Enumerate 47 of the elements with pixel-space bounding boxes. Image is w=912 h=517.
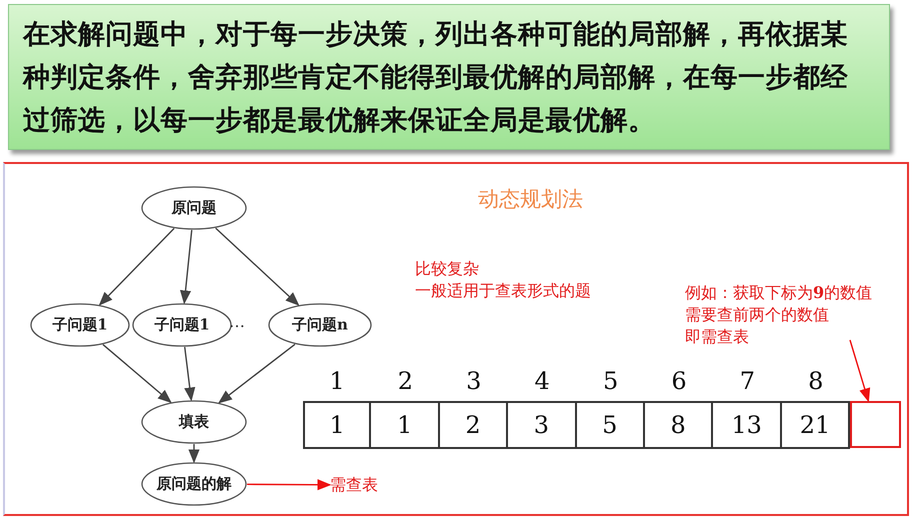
arrow bbox=[215, 228, 300, 306]
ellipse-node bbox=[268, 303, 372, 347]
index-label: 8 bbox=[807, 367, 824, 395]
note-text: 例如：获取下标为9的数值 bbox=[685, 282, 872, 304]
title-text: 在求解问题中，对于每一步决策，列出各种可能的局部解，再依据某种判定条件，舍弃那些肯定不能得到最优解的局部解，在每一步都经过筛选，以每一步都是最优解来保证全局是最优解。 bbox=[23, 18, 849, 138]
arrow bbox=[180, 230, 192, 304]
node-label: 原问题 bbox=[170, 198, 218, 218]
table-cell: 2 bbox=[438, 401, 508, 449]
note-text: 需查表 bbox=[330, 474, 378, 496]
index-label: 5 bbox=[602, 367, 620, 395]
ellipse-node bbox=[132, 303, 232, 347]
table-cell: 21 bbox=[780, 401, 850, 449]
ellipse-node bbox=[141, 462, 247, 506]
arrow bbox=[184, 346, 196, 402]
note-text: 需要查前两个的数值 bbox=[685, 304, 829, 326]
table-cell: 13 bbox=[711, 401, 782, 449]
table-cell: 1 bbox=[303, 401, 372, 449]
index-label: 1 bbox=[328, 367, 346, 395]
index-label: 4 bbox=[534, 367, 551, 395]
table-cell: 5 bbox=[574, 401, 645, 449]
heading-text: 动态规划法 bbox=[478, 186, 583, 213]
note-text: 一般适用于查表形式的题 bbox=[415, 280, 591, 302]
empty-cell bbox=[850, 401, 901, 448]
table-cell: 3 bbox=[506, 401, 577, 449]
index-label: 2 bbox=[396, 367, 414, 395]
index-label: 6 bbox=[670, 367, 688, 395]
ellipsis-text: … bbox=[229, 312, 248, 331]
node-label: 子问题1 bbox=[153, 316, 211, 334]
index-label: 3 bbox=[465, 367, 482, 395]
node-label: 原问题的解 bbox=[155, 474, 232, 494]
table-cell: 1 bbox=[369, 401, 440, 449]
arrow bbox=[98, 228, 175, 306]
node-label: 填表 bbox=[178, 412, 210, 432]
arrow bbox=[188, 444, 200, 464]
node-label: 子问题n bbox=[291, 316, 349, 334]
arrow bbox=[102, 344, 172, 404]
arrow bbox=[247, 479, 332, 490]
ellipse-node bbox=[30, 303, 130, 347]
note-text: 即需查表 bbox=[685, 326, 749, 348]
table-cell: 8 bbox=[643, 401, 714, 449]
arrow bbox=[218, 344, 296, 404]
index-label: 7 bbox=[738, 367, 756, 395]
arrow bbox=[849, 340, 870, 402]
ellipse-node bbox=[141, 186, 247, 230]
node-label: 子问题1 bbox=[51, 316, 109, 334]
note-text: 比较复杂 bbox=[415, 258, 479, 280]
ellipse-node bbox=[141, 400, 247, 444]
